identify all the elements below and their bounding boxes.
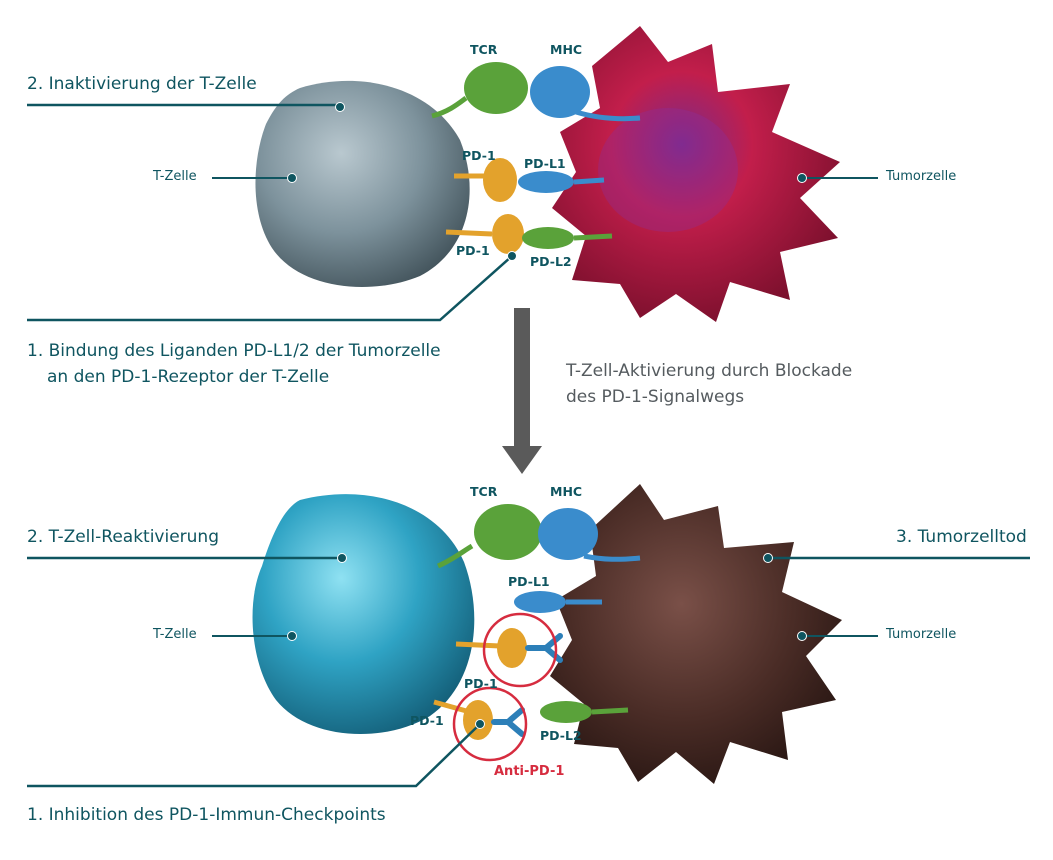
top-tumor-label: Tumorzelle <box>886 169 957 184</box>
bottom-heading-tumor-death: 3. Tumorzelltod <box>896 527 1027 547</box>
pd1-stalk-bottom-a <box>455 641 501 649</box>
bottom-tcell-label: T-Zelle <box>153 627 197 642</box>
bottom-pdl1-label: PD-L1 <box>508 574 550 589</box>
pdl2-stalk-bottom <box>591 707 629 715</box>
anti-pd1-label: Anti-PD-1 <box>494 764 565 779</box>
mhc-stalk-bottom <box>583 553 641 562</box>
top-pd1-b-label: PD-1 <box>456 243 490 258</box>
bottom-step1: 1. Inhibition des PD-1-Immun-Checkpoints <box>27 805 386 825</box>
pdl2-protein-bottom <box>540 701 592 723</box>
tcr-stalk-top <box>431 96 468 119</box>
pdl2-stalk-top <box>573 233 613 241</box>
transition-arrow-shaft <box>514 308 530 448</box>
tcr-protein-bottom <box>474 504 542 560</box>
leader-bottom-tumor-dot <box>797 631 807 641</box>
bottom-pd1-a-label: PD-1 <box>464 676 498 691</box>
tumor-cell-red-core <box>598 108 738 232</box>
pd1-protein-bottom-a <box>497 628 527 668</box>
transition-caption-line2: des PD-1-Signalwegs <box>566 387 745 407</box>
antibody-a <box>525 633 563 663</box>
top-pdl2-label: PD-L2 <box>530 254 572 269</box>
bottom-pdl2-label: PD-L2 <box>540 728 582 743</box>
top-step1-line1: 1. Bindung des Liganden PD-L1/2 der Tumo… <box>27 341 441 361</box>
top-tcell-label: T-Zelle <box>153 169 197 184</box>
pd1-protein-top-b <box>492 214 524 254</box>
leader-top-tumor-dot <box>797 173 807 183</box>
leader-bottom-step1-dot <box>475 719 485 729</box>
top-mhc-label: MHC <box>550 42 583 57</box>
transition-arrow-head <box>502 446 542 474</box>
mhc-protein-top <box>530 66 590 118</box>
pdl1-stalk-top <box>573 177 605 185</box>
pdl1-protein-top <box>518 171 574 193</box>
leader-bottom-heading-right-dot <box>763 553 773 563</box>
leader-top-tcell-dot <box>287 173 297 183</box>
top-pd1-a-label: PD-1 <box>462 148 496 163</box>
leader-top-step1 <box>27 255 513 322</box>
top-step1-line2: an den PD-1-Rezeptor der T-Zelle <box>47 367 330 387</box>
tcell-cyan <box>252 494 475 735</box>
tumor-cell-red <box>552 26 840 322</box>
leader-top-heading-dot <box>335 102 345 112</box>
mhc-stalk-top <box>575 109 641 122</box>
pd1-stalk-bottom-b <box>433 699 471 715</box>
tcr-protein-top <box>464 62 528 114</box>
top-pdl1-label: PD-L1 <box>524 156 566 171</box>
tcell-grey <box>255 80 470 288</box>
pdl2-protein-top <box>522 227 574 249</box>
transition-caption-line1: T-Zell-Aktivierung durch Blockade <box>566 361 853 381</box>
bottom-tumor-label: Tumorzelle <box>886 627 957 642</box>
bottom-pd1-b-label: PD-1 <box>410 713 444 728</box>
bottom-tcr-label: TCR <box>470 484 498 499</box>
pd1-protein-top-a <box>483 158 517 202</box>
bottom-heading-reactivation: 2. T-Zell-Reaktivierung <box>27 527 219 547</box>
leader-bottom-step1 <box>27 723 481 788</box>
anti-pd1-circle-b <box>452 686 528 762</box>
leader-bottom-heading-left-dot <box>337 553 347 563</box>
leader-top-step1-dot <box>507 251 517 261</box>
pd1-stalk-top-b <box>445 229 493 237</box>
anti-pd1-circle-a <box>482 612 558 688</box>
tcr-stalk-bottom <box>436 543 474 569</box>
leader-bottom-tcell-dot <box>287 631 297 641</box>
top-heading-inactivation: 2. Inaktivierung der T-Zelle <box>27 74 257 94</box>
antibody-b <box>491 707 525 737</box>
bottom-mhc-label: MHC <box>550 484 583 499</box>
pdl1-protein-bottom <box>514 591 566 613</box>
mhc-protein-bottom <box>538 508 598 560</box>
top-tcr-label: TCR <box>470 42 498 57</box>
